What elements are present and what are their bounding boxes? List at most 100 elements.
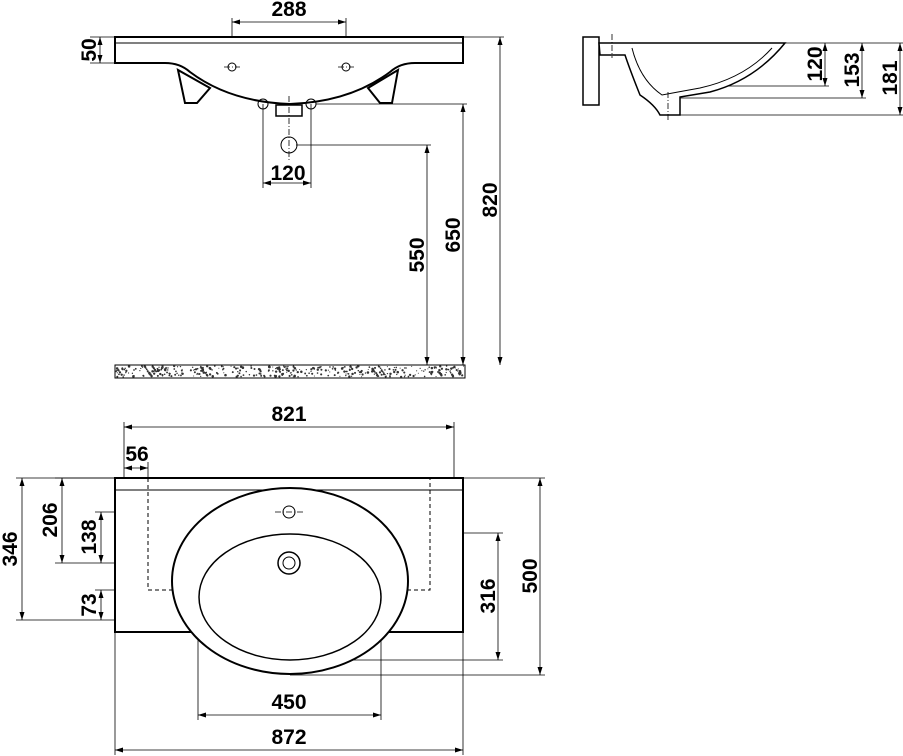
floor-speck bbox=[348, 375, 351, 378]
arrowhead bbox=[19, 612, 25, 620]
dim-316: 316 bbox=[477, 578, 500, 613]
floor-speck bbox=[430, 370, 434, 374]
floor-speck bbox=[417, 372, 419, 374]
arrowhead bbox=[338, 19, 346, 25]
floor-speck bbox=[439, 372, 443, 376]
floor-speck bbox=[236, 374, 239, 377]
floor-speck bbox=[248, 374, 251, 376]
floor-speck bbox=[437, 371, 439, 373]
floor-speck bbox=[428, 366, 431, 368]
drain-hole bbox=[277, 551, 301, 575]
floor-speck bbox=[272, 370, 274, 372]
floor-speck bbox=[260, 374, 263, 377]
arrowhead bbox=[303, 180, 311, 186]
floor-speck bbox=[455, 368, 458, 372]
floor-speck bbox=[116, 369, 118, 372]
arrowhead bbox=[59, 555, 65, 563]
arrowhead bbox=[140, 465, 148, 471]
arrowhead bbox=[124, 424, 132, 430]
floor-speck bbox=[193, 371, 196, 374]
arrowhead bbox=[460, 357, 466, 365]
floor-speck bbox=[313, 375, 315, 377]
floor-speck bbox=[423, 375, 426, 378]
floor-speck bbox=[242, 374, 245, 377]
arrowhead bbox=[19, 478, 25, 486]
floor-speck bbox=[393, 366, 395, 369]
floor-speck bbox=[168, 372, 171, 375]
floor-speck bbox=[274, 370, 278, 373]
floor-speck bbox=[151, 370, 154, 373]
floor-speck bbox=[200, 375, 202, 377]
floor-speck bbox=[339, 375, 341, 377]
floor-speck bbox=[286, 371, 288, 373]
floor-speck bbox=[380, 373, 383, 376]
floor-speck bbox=[122, 376, 124, 378]
dim-138: 138 bbox=[78, 519, 101, 554]
floor-speck bbox=[155, 370, 158, 373]
floor-speck bbox=[222, 369, 224, 371]
floor-speck bbox=[238, 372, 241, 375]
dimension-lines bbox=[16, 18, 903, 755]
arrowhead bbox=[424, 357, 430, 365]
floor-speck bbox=[258, 369, 262, 372]
floor-speck bbox=[231, 371, 234, 374]
floor-speck bbox=[290, 373, 293, 376]
floor-speck bbox=[345, 374, 347, 377]
floor-speck bbox=[358, 371, 362, 374]
floor-speck bbox=[350, 375, 353, 377]
floor-speck bbox=[456, 370, 458, 372]
dim-450: 450 bbox=[271, 691, 306, 714]
arrowhead bbox=[424, 145, 430, 153]
floor-speck bbox=[125, 369, 128, 372]
arrowhead bbox=[537, 667, 543, 675]
bowl-section bbox=[598, 42, 787, 116]
floor-speck bbox=[287, 365, 289, 368]
floor-speck bbox=[438, 368, 441, 372]
floor-speck bbox=[445, 371, 447, 374]
floor-speck bbox=[208, 373, 212, 376]
floor-speck bbox=[343, 365, 346, 368]
floor-speck bbox=[143, 375, 145, 377]
floor-speck bbox=[253, 368, 256, 370]
floor-speck bbox=[176, 366, 179, 368]
floor-speck bbox=[117, 369, 120, 372]
floor-speck bbox=[447, 368, 450, 371]
dim-821: 821 bbox=[271, 403, 306, 426]
floor-speck bbox=[120, 373, 123, 376]
dim-50: 50 bbox=[78, 38, 101, 61]
floor-speck bbox=[193, 368, 196, 371]
floor-speck bbox=[386, 372, 389, 375]
floor-speck bbox=[143, 365, 147, 368]
floor-speck bbox=[174, 373, 177, 376]
floor-speck bbox=[193, 375, 195, 377]
floor-speck bbox=[205, 373, 207, 375]
floor-speck bbox=[222, 366, 224, 368]
floor-speck bbox=[156, 368, 159, 371]
overflow-hole-left bbox=[257, 98, 269, 110]
floor-speck bbox=[237, 367, 239, 369]
floor-speck bbox=[378, 371, 382, 374]
floor-speck bbox=[223, 372, 225, 374]
floor-speck bbox=[360, 369, 363, 373]
floor-speck bbox=[421, 370, 423, 372]
floor-speck bbox=[435, 367, 438, 369]
floor-speck bbox=[237, 371, 239, 373]
floor-speck bbox=[245, 370, 247, 373]
floor-speck bbox=[145, 367, 147, 369]
floor-speck bbox=[133, 369, 135, 371]
floor-speck bbox=[241, 366, 245, 370]
drain-inner bbox=[282, 556, 296, 570]
floor-speck bbox=[180, 374, 182, 377]
floor-speck bbox=[116, 372, 118, 374]
floor-speck bbox=[462, 365, 465, 367]
arrowhead bbox=[460, 104, 466, 112]
floor-speck bbox=[209, 367, 212, 371]
floor-speck bbox=[316, 372, 319, 374]
floor-speck bbox=[411, 365, 413, 367]
floor-speck bbox=[205, 371, 208, 374]
arrowhead bbox=[115, 747, 123, 753]
floor-speck bbox=[407, 375, 410, 378]
arrowhead bbox=[198, 712, 206, 718]
floor-speck bbox=[230, 365, 232, 367]
arrowhead bbox=[897, 107, 903, 115]
